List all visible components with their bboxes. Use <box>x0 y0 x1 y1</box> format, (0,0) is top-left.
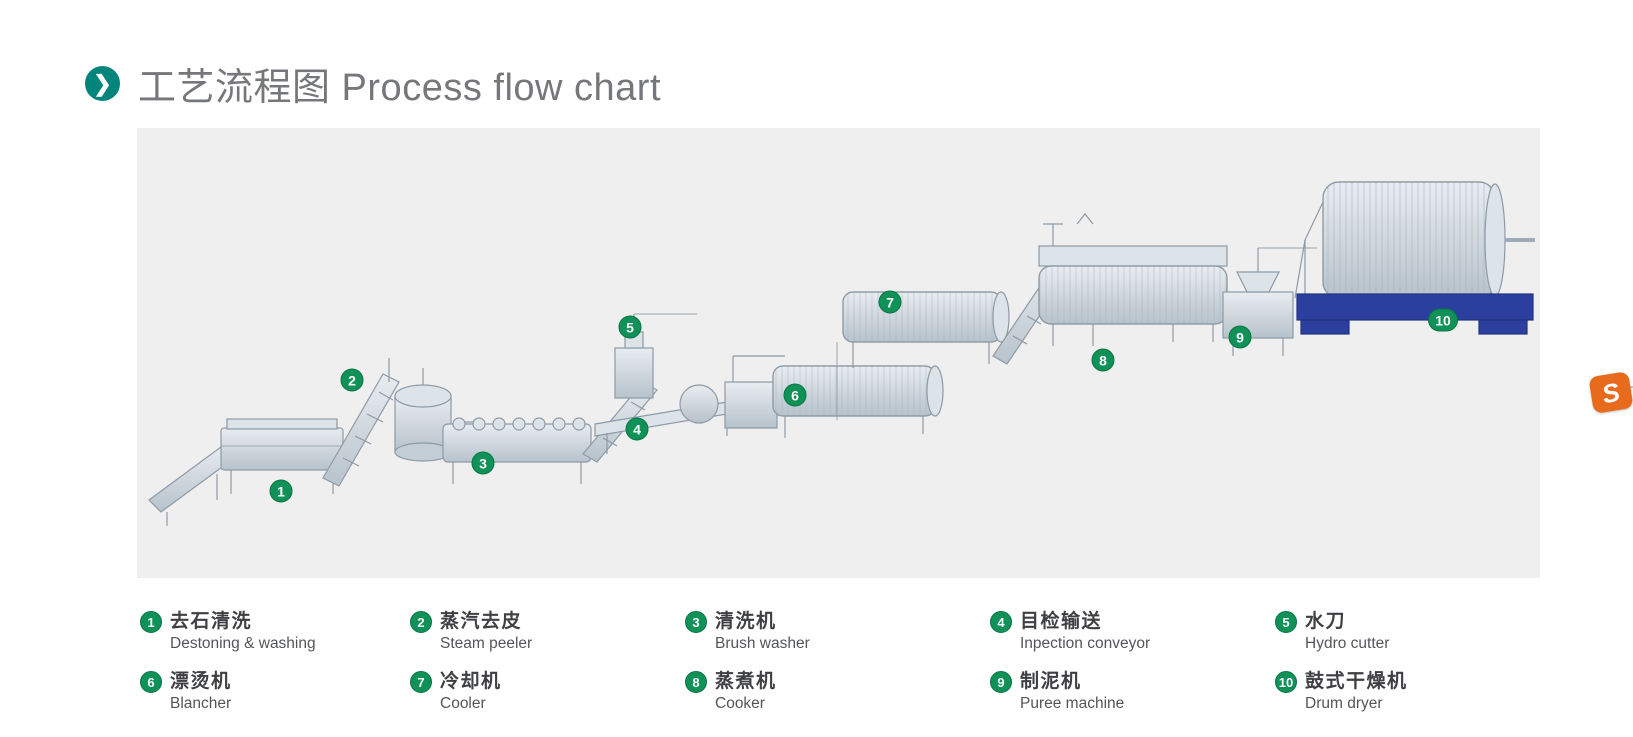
legend-label-en: Puree machine <box>1020 695 1125 712</box>
legend-label-zh: 水刀 <box>1305 611 1347 632</box>
legend-badge: 9 <box>990 671 1012 693</box>
diagram-step-badge-7: 7 <box>878 290 902 314</box>
watermark-logo: S c <box>1588 371 1633 420</box>
legend-item: 3 清洗机 Brush washer <box>685 610 810 654</box>
legend-label-zh: 目检输送 <box>1020 611 1103 632</box>
chevron-right-icon: ❯ <box>85 66 120 101</box>
legend-label-en: Hydro cutter <box>1305 635 1390 652</box>
legend-badge: 2 <box>410 611 432 633</box>
legend-badge: 3 <box>685 611 707 633</box>
legend-badge: 5 <box>1275 611 1297 633</box>
diagram-step-badge-1: 1 <box>269 479 293 503</box>
machinery-line-art <box>148 181 1535 526</box>
diagram-step-badge-6: 6 <box>783 383 807 407</box>
legend-label-zh: 蒸煮机 <box>715 671 777 692</box>
legend-label-zh: 鼓式干燥机 <box>1305 671 1408 692</box>
diagram-badge-layer: 1 2 3 4 5 6 7 8 9 10 <box>137 128 1540 578</box>
diagram-step-badge-3: 3 <box>471 451 495 475</box>
legend-label-en: Cooker <box>715 695 765 712</box>
machine-destoner-washer <box>148 418 344 526</box>
legend-label-en: Inpection conveyor <box>1020 635 1151 652</box>
legend-item: 1 去石清洗 Destoning & washing <box>140 610 316 654</box>
legend-label-en: Brush washer <box>715 635 810 652</box>
machine-hydro-cutter <box>614 313 697 399</box>
legend-label-en: Drum dryer <box>1305 695 1383 712</box>
legend-item: 8 蒸煮机 Cooker <box>685 670 777 714</box>
legend-badge: 7 <box>410 671 432 693</box>
chevron-glyph: ❯ <box>93 70 112 96</box>
legend-badge: 8 <box>685 671 707 693</box>
machine-cooker <box>1038 213 1228 346</box>
legend-label-zh: 制泥机 <box>1020 671 1082 692</box>
legend-badge: 6 <box>140 671 162 693</box>
diagram-step-badge-8: 8 <box>1091 348 1115 372</box>
legend-item: 10 鼓式干燥机 Drum dryer <box>1275 670 1408 714</box>
watermark-s-icon: S <box>1588 371 1633 414</box>
legend-label-en: Cooler <box>440 695 486 712</box>
legend-label-en: Steam peeler <box>440 635 533 652</box>
legend-item: 5 水刀 Hydro cutter <box>1275 610 1389 654</box>
page-header: ❯ 工艺流程图 Process flow chart <box>85 56 661 111</box>
legend-item: 2 蒸汽去皮 Steam peeler <box>410 610 532 654</box>
diagram-step-badge-4: 4 <box>625 417 649 441</box>
legend-item: 9 制泥机 Puree machine <box>990 670 1124 714</box>
diagram-step-badge-9: 9 <box>1228 325 1252 349</box>
legend-label-zh: 清洗机 <box>715 611 777 632</box>
diagram-step-badge-5: 5 <box>618 315 642 339</box>
legend-label-zh: 漂烫机 <box>170 671 232 692</box>
legend-label-zh: 蒸汽去皮 <box>440 611 523 632</box>
machine-holding-tanks <box>679 355 785 429</box>
legend-badge: 1 <box>140 611 162 633</box>
diagram-step-badge-2: 2 <box>340 368 364 392</box>
watermark-letter: S <box>1599 375 1623 410</box>
legend-item: 6 漂烫机 Blancher <box>140 670 232 714</box>
legend-label-en: Destoning & washing <box>170 635 316 652</box>
legend-label-en: Blancher <box>170 695 232 712</box>
legend-badge: 10 <box>1275 671 1297 693</box>
machine-elevator-1 <box>322 358 400 487</box>
machine-drum-dryer <box>1294 181 1535 335</box>
process-flow-diagram-panel: 1 2 3 4 5 6 7 8 9 10 <box>137 128 1540 578</box>
legend-item: 7 冷却机 Cooler <box>410 670 502 714</box>
machine-blancher <box>772 365 944 438</box>
legend-label-zh: 冷却机 <box>440 671 502 692</box>
legend-item: 4 目检输送 Inpection conveyor <box>990 610 1150 654</box>
diagram-step-badge-10: 10 <box>1428 308 1458 332</box>
page-title: 工艺流程图 Process flow chart <box>138 67 661 109</box>
legend-badge: 4 <box>990 611 1012 633</box>
legend-label-zh: 去石清洗 <box>170 611 253 632</box>
